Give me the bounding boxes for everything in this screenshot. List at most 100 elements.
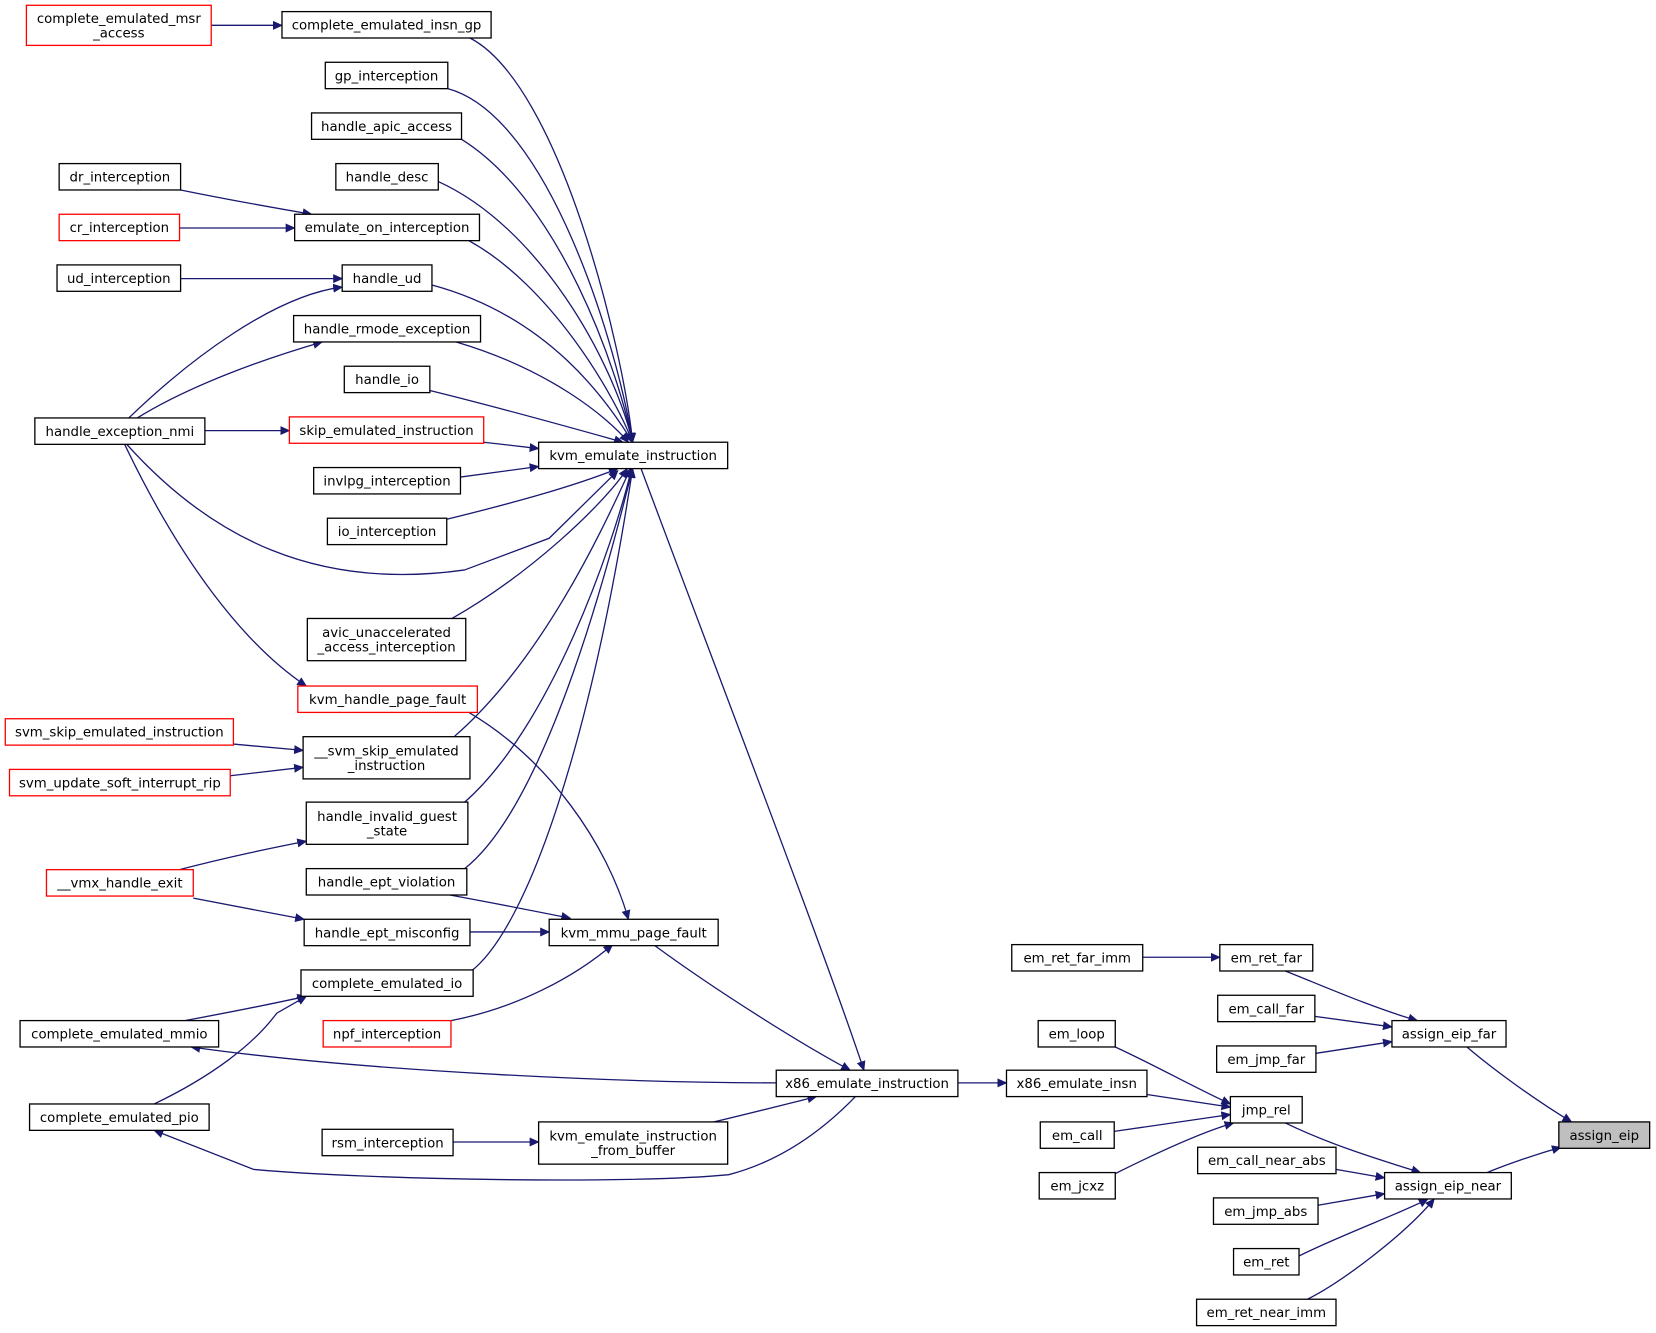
node-em_jmp_far[interactable]: em_jmp_far: [1216, 1045, 1317, 1073]
node-kvm_emulate_instruction[interactable]: kvm_emulate_instruction: [537, 441, 729, 470]
node-label: io_interception: [338, 525, 437, 540]
edge-x86_emulate_insn-to-jmp_rel: [1146, 1093, 1232, 1111]
node-complete_emulated_pio[interactable]: complete_emulated_pio: [28, 1103, 210, 1132]
node-em_loop[interactable]: em_loop: [1037, 1019, 1116, 1048]
node-svm_update_soft_interrupt_rip[interactable]: svm_update_soft_interrupt_rip: [8, 768, 231, 797]
node-box: [302, 736, 471, 780]
node-box: [306, 617, 467, 662]
node-cr_interception[interactable]: cr_interception: [58, 213, 181, 242]
node-invlpg_interception[interactable]: invlpg_interception: [313, 466, 462, 495]
edge-path: [1114, 1046, 1232, 1105]
node-handle_apic_access[interactable]: handle_apic_access: [310, 112, 463, 140]
node-handle_ud[interactable]: handle_ud: [341, 264, 433, 292]
node-label: _from_buffer: [590, 1144, 675, 1159]
node-__vmx_handle_exit[interactable]: __vmx_handle_exit: [45, 869, 194, 897]
node-avic_unaccelerated_access_interception[interactable]: avic_unaccelerated_access_interception: [306, 617, 467, 662]
node-kvm_emulate_instruction_from_buffer[interactable]: kvm_emulate_instruction_from_buffer: [537, 1121, 729, 1165]
node-box: [343, 365, 431, 394]
node-io_interception[interactable]: io_interception: [326, 517, 448, 546]
node-label: em_call: [1052, 1129, 1103, 1144]
node-box: [294, 213, 481, 242]
node-npf_interception[interactable]: npf_interception: [322, 1019, 452, 1048]
edge-assign_eip_far-to-assign_eip: [1466, 1046, 1573, 1123]
node-em_ret[interactable]: em_ret: [1232, 1247, 1300, 1276]
node-em_call[interactable]: em_call: [1039, 1121, 1115, 1149]
edge-handle_ept_violation-to-kvm_emulate_instruction: [464, 467, 635, 870]
node-label: ud_interception: [67, 272, 171, 287]
edge-path: [1307, 1198, 1435, 1300]
node-handle_io[interactable]: handle_io: [343, 365, 431, 394]
node-label: emulate_on_interception: [305, 221, 470, 236]
edge-path: [128, 283, 344, 419]
edge-handle_invalid_guest_state-to-kvm_emulate_instruction: [464, 467, 634, 803]
node-__svm_skip_emulated_instruction[interactable]: __svm_skip_emulated_instruction: [302, 736, 471, 780]
node-rsm_interception[interactable]: rsm_interception: [321, 1128, 454, 1157]
node-svm_skip_emulated_instruction[interactable]: svm_skip_emulated_instruction: [4, 718, 235, 746]
edge-path: [136, 340, 324, 419]
edge-path: [1285, 970, 1419, 1023]
node-em_ret_far_imm[interactable]: em_ret_far_imm: [1011, 943, 1144, 972]
node-emulate_on_interception[interactable]: emulate_on_interception: [294, 213, 481, 242]
edge-path: [184, 993, 308, 1022]
node-label: assign_eip_near: [1395, 1180, 1502, 1195]
node-x86_emulate_instruction[interactable]: x86_emulate_instruction: [775, 1069, 959, 1098]
edge-path: [468, 240, 634, 444]
node-box: [300, 969, 474, 997]
node-gp_interception[interactable]: gp_interception: [324, 61, 449, 90]
node-kvm_mmu_page_fault[interactable]: kvm_mmu_page_fault: [548, 918, 719, 947]
node-kvm_handle_page_fault[interactable]: kvm_handle_page_fault: [297, 685, 479, 714]
node-label: em_ret: [1243, 1256, 1289, 1271]
node-ud_interception[interactable]: ud_interception: [56, 264, 182, 292]
node-handle_invalid_guest_state[interactable]: handle_invalid_guest_state: [305, 801, 469, 845]
edge-handle_exception_nmi-to-kvm_handle_page_fault: [124, 444, 308, 687]
edge-handle_rmode_exception-to-kvm_emulate_instruction: [456, 341, 630, 443]
node-assign_eip_near[interactable]: assign_eip_near: [1383, 1171, 1512, 1200]
node-complete_emulated_mmio[interactable]: complete_emulated_mmio: [19, 1019, 220, 1048]
node-handle_exception_nmi[interactable]: handle_exception_nmi: [34, 417, 206, 445]
node-x86_emulate_insn[interactable]: x86_emulate_insn: [1005, 1069, 1148, 1098]
node-assign_eip[interactable]: assign_eip: [1558, 1121, 1651, 1149]
edge-x86_emulate_instruction-to-complete_emulated_mmio: [190, 1043, 777, 1084]
node-em_call_far[interactable]: em_call_far: [1217, 994, 1316, 1023]
edge-path: [429, 389, 625, 445]
node-label: kvm_emulate_instruction: [549, 1130, 717, 1145]
node-label: __vmx_handle_exit: [56, 877, 182, 892]
edge-avic_unaccelerated_access_interception-to-kvm_emulate_instruction: [451, 467, 628, 620]
node-handle_ept_misconfig[interactable]: handle_ept_misconfig: [303, 918, 471, 947]
node-box: [56, 264, 182, 292]
node-em_ret_far[interactable]: em_ret_far: [1219, 943, 1314, 972]
node-handle_desc[interactable]: handle_desc: [335, 162, 439, 191]
node-label: kvm_handle_page_fault: [309, 693, 466, 708]
edge-path: [1285, 1122, 1422, 1175]
node-dr_interception[interactable]: dr_interception: [58, 162, 182, 191]
node-box: [45, 869, 194, 897]
node-skip_emulated_instruction[interactable]: skip_emulated_instruction: [288, 416, 485, 444]
node-handle_ept_violation[interactable]: handle_ept_violation: [305, 867, 468, 896]
edge-path: [1314, 1015, 1393, 1031]
node-box: [297, 685, 479, 714]
edge-handle_exception_nmi-to-handle_rmode_exception: [136, 340, 324, 419]
node-label: jmp_rel: [1241, 1104, 1291, 1119]
edge-path: [464, 467, 635, 870]
edge-path: [713, 1094, 818, 1123]
node-complete_emulated_msr_access[interactable]: complete_emulated_msr_access: [25, 4, 212, 47]
edge-em_call_near_abs-to-assign_eip_near: [1335, 1168, 1386, 1181]
node-em_call_near_abs[interactable]: em_call_near_abs: [1196, 1146, 1337, 1175]
node-em_jcxz[interactable]: em_jcxz: [1038, 1171, 1116, 1200]
node-box: [19, 1019, 220, 1048]
node-jmp_rel[interactable]: jmp_rel: [1229, 1095, 1303, 1124]
node-em_ret_near_imm[interactable]: em_ret_near_imm: [1195, 1298, 1337, 1327]
edge-em_call-to-jmp_rel: [1114, 1111, 1232, 1133]
node-label: handle_desc: [346, 171, 429, 186]
node-label: svm_skip_emulated_instruction: [15, 726, 224, 741]
node-complete_emulated_io[interactable]: complete_emulated_io: [300, 969, 474, 997]
edge-gp_interception-to-kvm_emulate_instruction: [447, 88, 636, 444]
edge-path: [1486, 1145, 1562, 1174]
edge-emulate_on_interception-to-kvm_emulate_instruction: [468, 240, 634, 444]
edge-em_loop-to-jmp_rel: [1114, 1046, 1232, 1105]
node-em_jmp_abs[interactable]: em_jmp_abs: [1212, 1197, 1319, 1225]
node-assign_eip_far[interactable]: assign_eip_far: [1391, 1019, 1507, 1048]
node-handle_rmode_exception[interactable]: handle_rmode_exception: [292, 314, 482, 343]
node-complete_emulated_insn_gp[interactable]: complete_emulated_insn_gp: [281, 10, 492, 39]
